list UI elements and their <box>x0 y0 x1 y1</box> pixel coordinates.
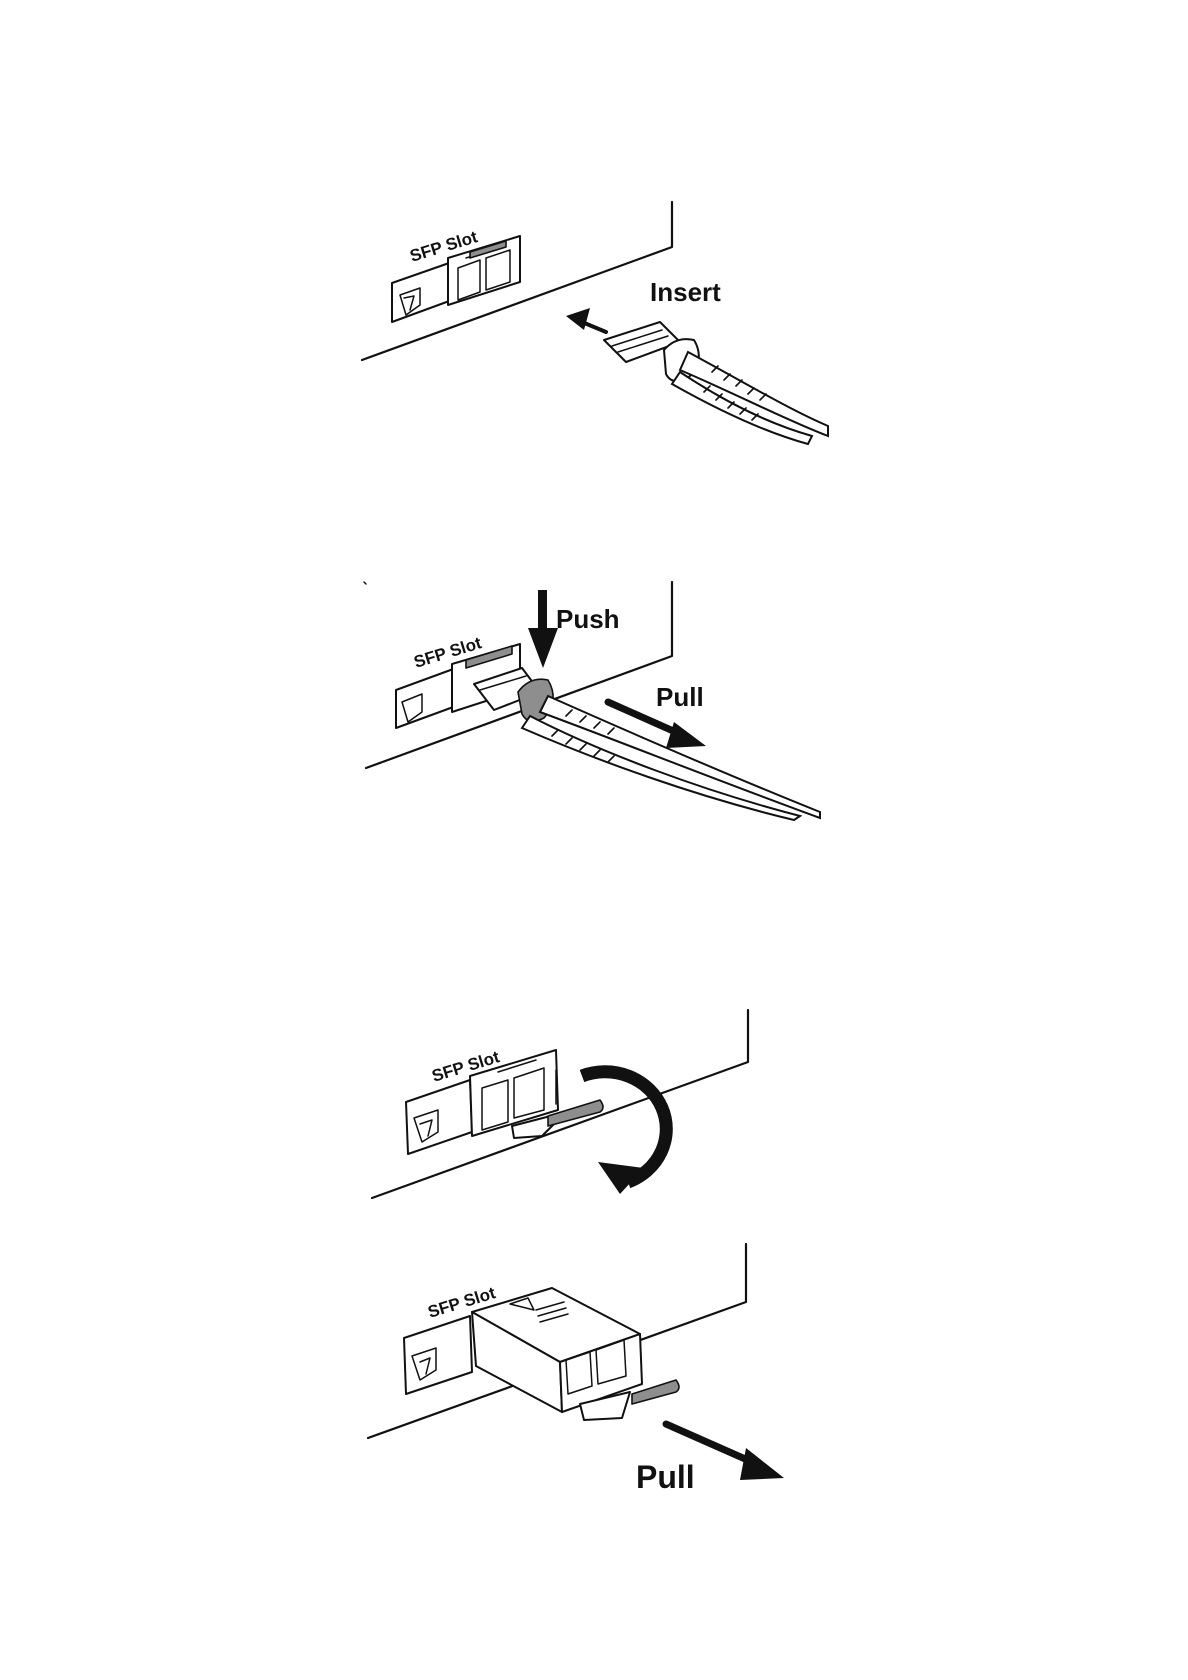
push-arrow-icon <box>528 590 558 668</box>
insert-label: Insert <box>650 277 721 307</box>
insert-arrow-icon <box>566 308 606 332</box>
fiber-cable <box>672 352 828 444</box>
push-label: Push <box>556 604 620 634</box>
panel-push-pull: SFP Slot Push Pull <box>364 582 820 820</box>
fiber-cable <box>522 696 820 820</box>
pull-label: Pull <box>636 1459 695 1495</box>
panel-remove-module: SFP Slot Pull <box>368 1244 784 1495</box>
rotate-arrow-icon <box>582 1072 666 1194</box>
sfp-module <box>472 1288 679 1420</box>
panel-rotate-bail: SFP Slot <box>372 1010 748 1198</box>
sfp-slot <box>404 1316 472 1394</box>
panel-insert: SFP Slot Insert <box>362 202 828 444</box>
pull-label: Pull <box>656 682 704 712</box>
